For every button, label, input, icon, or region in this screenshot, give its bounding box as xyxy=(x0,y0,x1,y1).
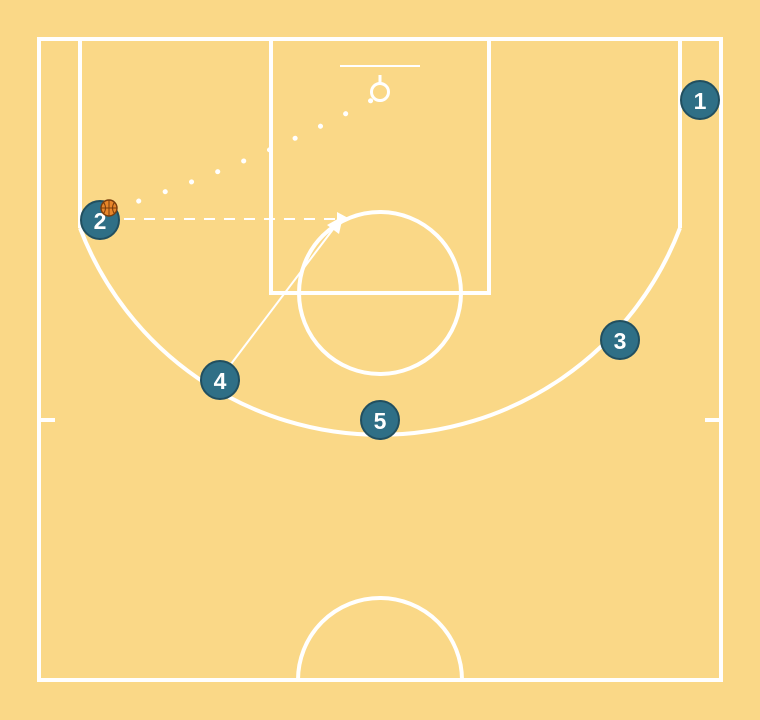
cut-arrowhead xyxy=(327,216,343,234)
player-3-label: 3 xyxy=(614,328,627,354)
player-4-label: 4 xyxy=(214,368,227,394)
free-throw-circle xyxy=(297,210,463,376)
player-5-label: 5 xyxy=(374,408,387,434)
action-lines xyxy=(109,97,375,365)
cut-path xyxy=(230,227,335,365)
player-2-label: 2 xyxy=(94,208,107,234)
basketball-icon xyxy=(100,199,118,217)
player-4[interactable]: 4 xyxy=(200,360,240,400)
paint-lane xyxy=(269,37,491,295)
player-1[interactable]: 1 xyxy=(680,80,720,120)
center-circle xyxy=(296,596,464,681)
players: 1 2 3 4 5 xyxy=(80,80,720,440)
player-1-label: 1 xyxy=(694,88,707,114)
basket-icon xyxy=(370,75,390,102)
shot-path xyxy=(109,97,375,213)
player-5[interactable]: 5 xyxy=(360,400,400,440)
player-3[interactable]: 3 xyxy=(600,320,640,360)
